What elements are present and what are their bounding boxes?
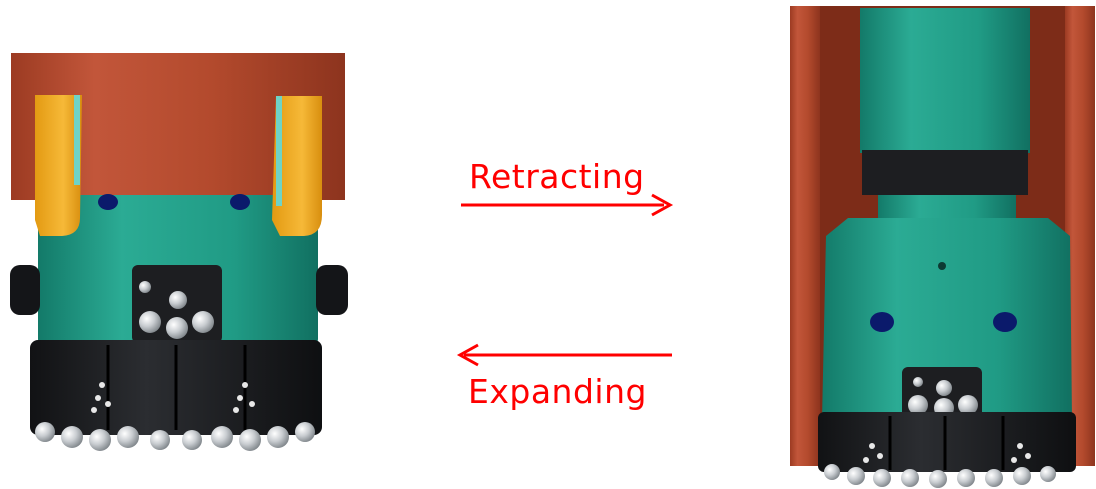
retracting-label: Retracting bbox=[469, 157, 645, 196]
side-nub-left bbox=[10, 265, 40, 315]
expanding-label: Expanding bbox=[468, 372, 647, 411]
expanded-casing-bit-icon bbox=[10, 53, 348, 451]
gauge-inserts bbox=[35, 422, 315, 451]
insert bbox=[166, 317, 188, 339]
pilot-body bbox=[822, 218, 1072, 420]
gauge-inserts bbox=[824, 464, 1056, 488]
flush-port bbox=[230, 194, 250, 210]
insert bbox=[139, 311, 161, 333]
cutter-head bbox=[818, 412, 1076, 472]
wing-edge-left bbox=[74, 95, 80, 185]
arrow-right-icon bbox=[461, 193, 674, 217]
retracted-casing-bit-icon bbox=[790, 6, 1095, 488]
flush-port bbox=[870, 312, 894, 332]
side-nub-right bbox=[316, 265, 348, 315]
expanding-wing-right bbox=[272, 96, 322, 236]
flush-port bbox=[993, 312, 1017, 332]
expanding-wing-left bbox=[35, 95, 82, 236]
insert bbox=[139, 281, 151, 293]
drive-shaft bbox=[860, 8, 1030, 153]
casing-wall-left bbox=[790, 6, 820, 466]
collar bbox=[862, 150, 1028, 195]
insert bbox=[169, 291, 187, 309]
wing-edge-right bbox=[276, 96, 282, 206]
insert bbox=[192, 311, 214, 333]
arrow-left-icon bbox=[456, 343, 672, 367]
flush-port bbox=[98, 194, 118, 210]
